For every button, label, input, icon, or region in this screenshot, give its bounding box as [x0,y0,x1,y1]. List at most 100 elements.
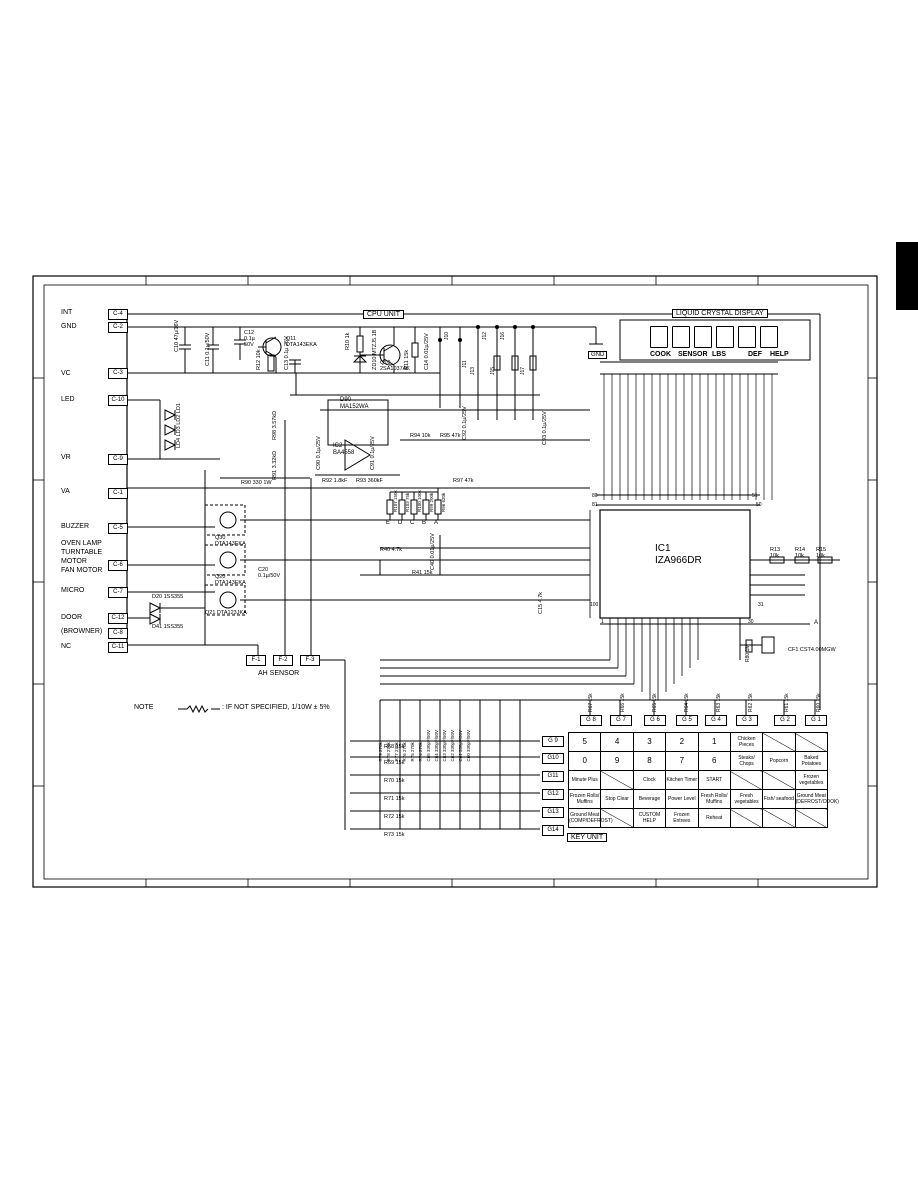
pin-c7: C-7 [108,587,128,598]
label-c14: C14 0.01µ/25V [424,333,430,370]
label-j11: J11 [462,360,468,368]
key-cell: Frozen vegetables [794,770,829,790]
key-cell: Fresh Rolls/ Muffins [697,789,731,809]
ic1-pin-51: 51 [752,493,758,499]
key-cell: 8 [632,751,667,771]
label-c11: C11 0.1µ/50V [205,332,211,366]
pin-f3: F-3 [300,655,320,666]
pin-c5: C-5 [108,523,128,534]
key-cell: Baked Potatoes [794,751,829,771]
g-col-4: G 4 [705,715,727,726]
key-cell [729,808,764,828]
ic1-pin-31: 31 [758,602,764,608]
g-row-resistor: R71 15k [384,796,405,802]
key-cell: Minute Plus [567,770,602,790]
g-row-12: G12 [542,789,564,800]
ic1-pin-30: 30 [748,619,754,625]
g-row-resistor: R73 15k [384,832,405,838]
label-q10: Q10 2SA1037AK [380,360,410,372]
label-r80: R80 1M [745,644,751,662]
lcd-word-help: HELP [770,351,789,358]
g-col-7: G 7 [610,715,632,726]
label-ic2: IC2 BA4558 [333,443,355,456]
gnd-label: GND [588,351,608,359]
pin-c2: C-2 [108,322,128,333]
label-c15: C15 4.7k [538,591,544,614]
note-text: : IF NOT SPECIFIED, 1/10W ± 5% [222,704,330,711]
key-cell: Fresh vegetables [729,789,764,809]
g-col-resistor: R60 15k [816,693,822,712]
label-j17: J17 [520,366,526,375]
g-col-resistor: R62 15k [748,693,754,712]
label-c20: C20 0.1µ/50V [258,567,281,579]
lcd-word-def: DEF [748,351,762,358]
key-cell [762,770,796,790]
g-row-11: G11 [542,771,564,782]
signal-int: INT [61,309,73,316]
key-cell: Fish/ seafood [762,789,796,809]
ic1-pin-81: 81 [592,502,598,508]
key-cell: 4 [600,732,634,752]
g-row-resistor: R69 15k [384,760,405,766]
pin-f1: F-1 [246,655,266,666]
pin-c3: C-3 [108,368,128,379]
label-r97: R97 47k [453,478,474,484]
g-row-10: G10 [542,753,564,764]
key-cell: Power Level [665,789,699,809]
key-cell: Ground Meat (COMP/DEFROST) [567,808,613,828]
pin-c9: C-9 [108,454,128,465]
g-col-1: G 1 [805,715,827,726]
label-c13: C13 0.1µ 25V [284,336,290,370]
label-r11: R11 15k [404,349,410,370]
ladder-letter-e: E [386,520,391,526]
signal-micro: MICRO [61,587,85,594]
key-cell [729,770,764,790]
ladder-resistor: R103 75k [405,492,410,512]
lcd-digit [760,326,778,348]
key-cell: Frozen Rolls/ Muffins [567,789,602,809]
ah-sensor-label: AH SENSOR [258,670,300,677]
ladder-resistor: R100 100k [417,490,422,512]
key-cell: 6 [697,751,731,771]
label-c93: C93 0.1µ/25V [542,411,548,445]
label-a: A [814,620,819,626]
key-cell: 5 [567,732,602,752]
label-c40: C40 0.01µ/25V [430,533,436,570]
label-leds: LD4 LD3 LD2 LD1 [176,403,182,448]
signal-led: LED [61,396,75,403]
key-cell: Beverage [632,789,667,809]
key-cell: Kitchen Timer [665,770,699,790]
signal-vr: VR [61,454,71,461]
g-col-resistor: R64 15k [684,693,690,712]
ladder-letter-b: B [422,520,427,526]
label-r92: R92 1.8kF [322,478,348,484]
label-r10: R10 1k [345,332,351,350]
g-col-2: G 2 [774,715,796,726]
key-cell: Popcorn [762,751,796,771]
g-col-resistor: R63 15k [716,693,722,712]
label-q21: Q21 DTA123JKA [205,610,247,616]
label-q20: Q20 DTA143EKA [215,574,246,586]
ladder-resistor: R96 620k [441,492,446,512]
label-cf1: CF1 CST4.00MGW [788,647,836,653]
label-c12: C12 0.1µ 50V [244,330,255,348]
g-col-resistor: R66 15k [620,693,626,712]
key-cell [762,808,796,828]
label-zd10: ZD10 MTZJ5.1B [372,329,378,370]
lcd-digit [738,326,756,348]
label-j12: J12 [482,331,488,340]
ic1-pin-50: 50 [756,502,762,508]
lcd-digit [694,326,712,348]
label-q30: Q30 DTA143EKA [215,535,246,547]
ladder-letter-d: D [398,520,403,526]
key-cell [794,808,829,828]
key-cell: Reheat [697,808,731,828]
ic1-pin-80: 80 [592,493,598,499]
key-cell: Stop Clear [600,789,634,809]
ladder-resistor: R99 200k [429,492,434,512]
